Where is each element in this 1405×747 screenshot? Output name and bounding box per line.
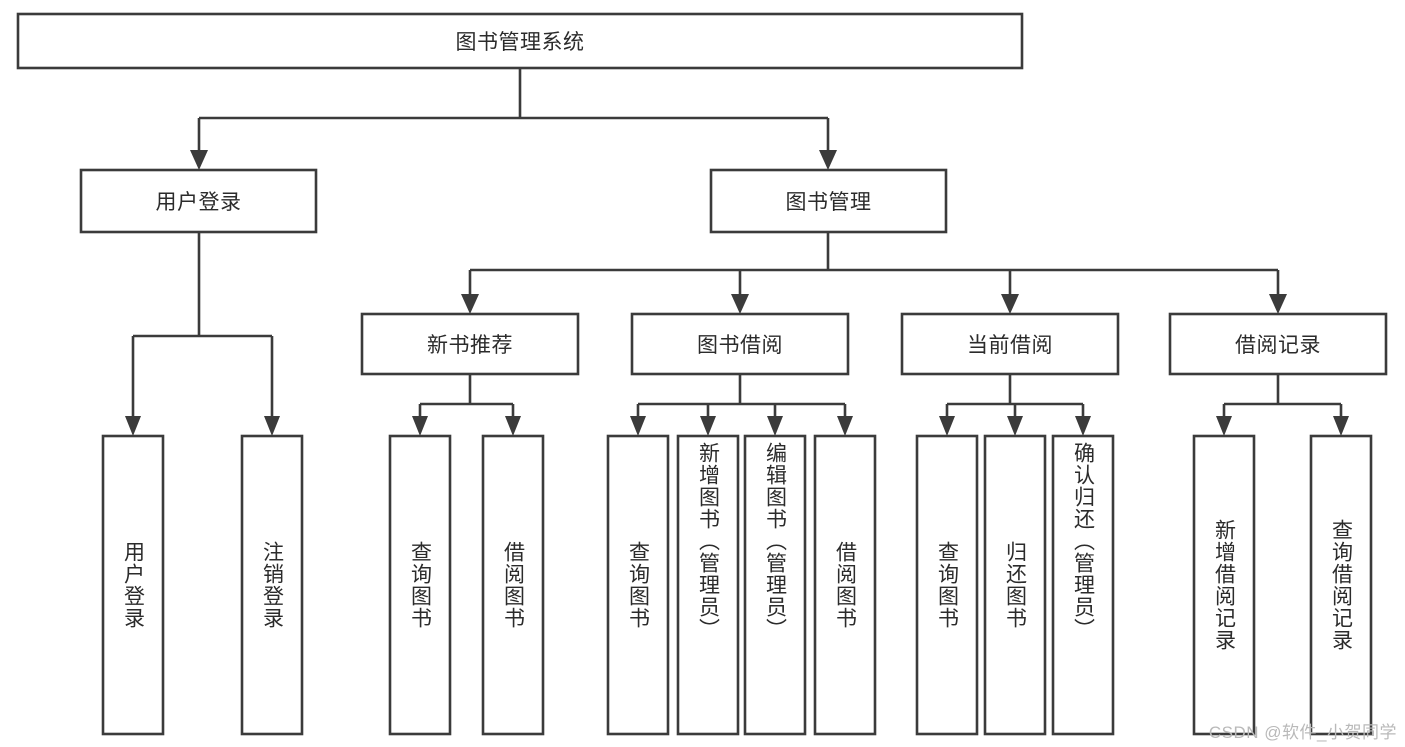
node-box-borrow-record[interactable] <box>1168 312 1388 376</box>
arrowhead-ul-c1 <box>125 416 141 436</box>
node-box-leaf-borrow-add[interactable] <box>676 434 740 736</box>
arrowhead-cb-c3 <box>1075 416 1091 436</box>
node-box-new-book-rec[interactable] <box>360 312 580 376</box>
node-box-current-borrow[interactable] <box>900 312 1120 376</box>
arrowhead-ul-c2 <box>264 416 280 436</box>
edge-group-user-login <box>125 232 280 436</box>
node-box-user-login[interactable] <box>79 168 318 234</box>
node-box-leaf-user-login[interactable] <box>101 434 165 736</box>
node-box-leaf-cur-return[interactable] <box>983 434 1047 736</box>
arrowhead-bm-c2 <box>731 294 749 314</box>
arrowhead-bb-c4 <box>837 416 853 436</box>
edge-group-book-mgmt <box>461 232 1287 314</box>
node-box-leaf-rec-query[interactable] <box>388 434 452 736</box>
node-box-root[interactable] <box>16 12 1024 70</box>
node-box-leaf-borrow-edit[interactable] <box>743 434 807 736</box>
arrowhead-bb-c2 <box>700 416 716 436</box>
node-box-leaf-cur-query[interactable] <box>915 434 979 736</box>
arrowhead-cb-c1 <box>939 416 955 436</box>
edge-group-borrow-record <box>1216 374 1349 436</box>
node-box-leaf-borrow-do[interactable] <box>813 434 877 736</box>
node-box-leaf-rec-query2[interactable] <box>1309 434 1373 736</box>
arrowhead-bm-c3 <box>1001 294 1019 314</box>
arrowhead-br-c2 <box>1333 416 1349 436</box>
arrowhead-cb-c2 <box>1007 416 1023 436</box>
arrowhead-bb-c1 <box>630 416 646 436</box>
node-box-leaf-borrow-query[interactable] <box>606 434 670 736</box>
arrowhead-nbr-c1 <box>412 416 428 436</box>
node-box-book-borrow[interactable] <box>630 312 850 376</box>
arrowhead-book-mgmt <box>819 150 837 170</box>
edge-group-new-book-rec <box>412 374 521 436</box>
edge-group-root <box>190 68 837 170</box>
node-box-leaf-rec-borrow[interactable] <box>481 434 545 736</box>
arrowhead-br-c1 <box>1216 416 1232 436</box>
node-box-leaf-rec-add[interactable] <box>1192 434 1256 736</box>
edge-group-book-borrow <box>630 374 853 436</box>
node-box-book-mgmt[interactable] <box>709 168 948 234</box>
node-box-leaf-cur-confirm[interactable] <box>1051 434 1115 736</box>
edge-group-current-borrow <box>939 374 1091 436</box>
arrowhead-user-login <box>190 150 208 170</box>
arrowhead-nbr-c2 <box>505 416 521 436</box>
arrowhead-bm-c4 <box>1269 294 1287 314</box>
arrowhead-bm-c1 <box>461 294 479 314</box>
arrowhead-bb-c3 <box>767 416 783 436</box>
node-box-leaf-user-logout[interactable] <box>240 434 304 736</box>
